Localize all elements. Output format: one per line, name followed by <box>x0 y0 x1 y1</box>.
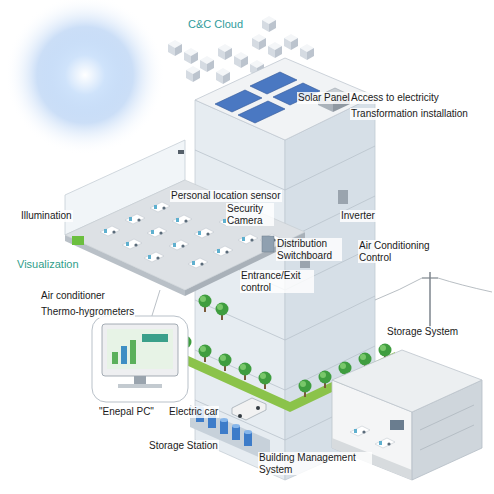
callout-label: Building Management System <box>258 452 372 475</box>
desk <box>144 252 164 262</box>
keyboard <box>118 384 162 388</box>
monitor-screen <box>107 329 173 369</box>
cloud-cube <box>168 40 182 56</box>
callout-label: Air Conditioning Control <box>358 240 444 263</box>
callout-label: "Enepal PC" <box>98 406 155 418</box>
visualization-panel <box>72 236 84 245</box>
callout-label: Air conditioner <box>40 290 106 302</box>
sky-glow <box>5 0 165 155</box>
callout-label: Inverter <box>340 210 376 222</box>
tree <box>199 345 212 363</box>
tree <box>259 372 272 390</box>
monitor <box>102 324 178 376</box>
storage-cell <box>232 424 240 440</box>
monitor-stand <box>134 376 146 384</box>
storage-cell <box>244 430 252 446</box>
desk <box>172 215 192 225</box>
desk <box>194 228 214 238</box>
desk <box>213 246 233 256</box>
callout-label: Storage System <box>386 326 459 338</box>
cloud-cube <box>300 44 314 60</box>
desk <box>100 226 120 236</box>
screen-bar <box>130 340 136 364</box>
cloud-cube <box>268 42 282 58</box>
desk <box>147 227 167 237</box>
desk <box>122 239 142 249</box>
callout-label: Illumination <box>20 210 73 222</box>
storage-cell <box>220 418 228 434</box>
desk <box>150 202 170 212</box>
roof <box>195 58 375 140</box>
cloud-cube <box>252 34 266 50</box>
tree <box>239 363 252 381</box>
tree <box>219 354 232 372</box>
screen-header <box>142 334 168 342</box>
cloud-cube <box>284 34 298 50</box>
tree <box>199 295 212 313</box>
callout-label: Storage Station <box>148 440 219 452</box>
callout-label: Personal location sensor <box>170 190 282 202</box>
cloud-cube <box>218 44 232 60</box>
callout-label: Electric car <box>168 406 219 418</box>
cloud-cube <box>186 66 200 82</box>
callout-label: Transformation installation <box>350 108 469 120</box>
electric-car <box>232 398 266 420</box>
entrance-gate <box>262 236 274 252</box>
cloud-cube <box>234 52 248 68</box>
callout-bubble <box>92 316 188 402</box>
annex-windows <box>420 405 474 450</box>
bms-monitor <box>390 420 404 430</box>
cloud-cube <box>262 16 276 32</box>
annex-roof <box>332 350 482 412</box>
callout-label: C&C Cloud <box>187 18 244 31</box>
security-camera <box>178 150 184 154</box>
callout-label: Entrance/Exit control <box>240 270 314 293</box>
callout-label: Access to electricity <box>350 92 440 104</box>
callout-label: Solar Panel <box>297 92 351 104</box>
desk <box>125 214 145 224</box>
solar-panel <box>238 101 285 123</box>
cloud-cube <box>200 56 214 72</box>
power-wire <box>375 278 492 300</box>
desk <box>188 258 208 268</box>
car-wheel <box>256 406 260 410</box>
tree <box>299 380 312 398</box>
tree <box>216 303 229 321</box>
desk <box>375 438 395 448</box>
desk <box>350 426 370 436</box>
callout-label: Visualization <box>16 258 80 271</box>
callout-label: Security Camera <box>226 203 274 226</box>
screen-bar <box>112 352 118 364</box>
tree <box>319 371 332 389</box>
desk <box>238 234 258 244</box>
cloud-cube <box>216 68 230 84</box>
desk <box>169 240 189 250</box>
car-wheel <box>238 414 242 418</box>
cross-arm <box>422 277 438 278</box>
cloud-cube <box>184 48 198 64</box>
inverter-box <box>338 190 348 204</box>
callout-label: Distribution Switchboard <box>276 238 342 261</box>
screen-bar <box>121 346 127 364</box>
callout-label: Thermo-hygrometers <box>40 306 135 318</box>
